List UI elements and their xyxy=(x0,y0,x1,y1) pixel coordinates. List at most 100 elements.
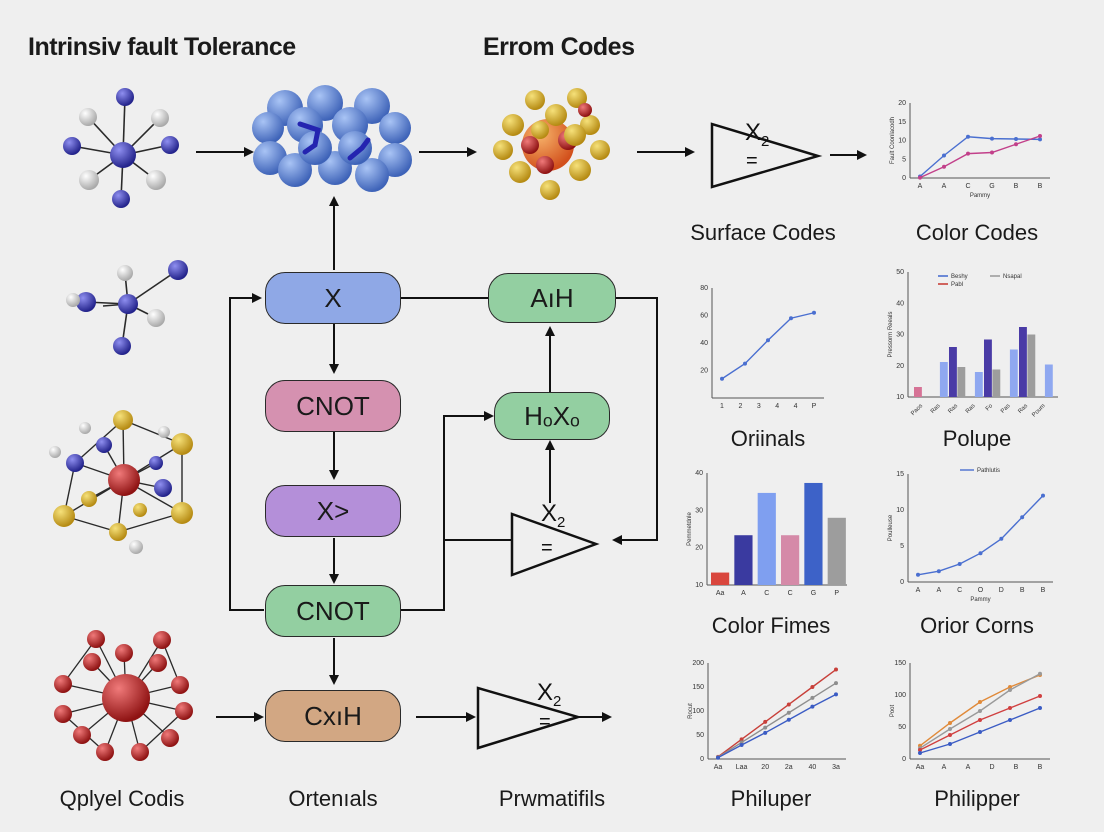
x-tick-label: Aa xyxy=(716,590,725,597)
node-hx: HₒXₒ xyxy=(494,392,610,440)
x-tick-label: A xyxy=(942,183,947,190)
x-tick-label: 3a xyxy=(832,764,840,771)
y-tick-label: 80 xyxy=(700,285,708,292)
bar xyxy=(827,517,846,585)
data-point xyxy=(763,730,768,735)
svg-text:X: X xyxy=(541,500,557,527)
x-tick-label: Laa xyxy=(736,764,748,771)
data-point xyxy=(1008,688,1012,692)
x-tick-label: C xyxy=(764,590,769,597)
y-tick-label: 100 xyxy=(692,708,704,715)
x-tick-label: P xyxy=(834,590,839,597)
series-line xyxy=(717,693,837,759)
data-point xyxy=(763,725,768,730)
data-point xyxy=(1008,706,1012,710)
y-tick-label: 10 xyxy=(695,582,703,589)
series-line xyxy=(919,135,1041,179)
bar xyxy=(1027,334,1036,397)
data-point xyxy=(789,316,793,321)
molecule-gold-cluster xyxy=(49,410,193,554)
x-tick-label: 1 xyxy=(720,403,724,410)
data-point xyxy=(810,704,815,709)
node-cxh: CxıH xyxy=(265,690,401,742)
bar xyxy=(1009,349,1018,397)
data-point xyxy=(716,755,720,760)
data-point xyxy=(834,681,838,686)
x-tick-label: 2a xyxy=(785,764,793,771)
caption-prwmatifils: Prwmatifils xyxy=(498,786,606,811)
y-axis-label: Fault Coonlacodh xyxy=(890,117,896,164)
svg-text:=: = xyxy=(541,537,553,559)
x-tick-label: B xyxy=(1014,764,1019,771)
x-tick-label: A xyxy=(741,590,746,597)
caption-color-codes: Color Codes xyxy=(915,220,1039,245)
data-point xyxy=(948,742,952,746)
data-point xyxy=(1038,706,1042,710)
data-point xyxy=(1014,137,1018,141)
data-point xyxy=(739,737,744,742)
data-point xyxy=(1038,134,1042,138)
x-tick-label: Ras xyxy=(965,403,977,415)
y-tick-label: 0 xyxy=(902,175,906,182)
svg-text:2: 2 xyxy=(557,514,565,531)
y-tick-label: 20 xyxy=(700,368,708,375)
x-tick-label: C xyxy=(788,590,793,597)
data-point xyxy=(834,692,838,697)
data-point xyxy=(978,709,982,713)
x-tick-label: O xyxy=(978,587,984,594)
data-point xyxy=(810,685,815,689)
x-tick-label: G xyxy=(811,590,816,597)
data-point xyxy=(1020,515,1025,520)
data-point xyxy=(942,153,946,158)
x-tick-label: Ras xyxy=(930,403,942,415)
data-point xyxy=(948,721,952,725)
y-tick-label: 50 xyxy=(896,269,904,276)
x-tick-label: C xyxy=(965,183,970,190)
heading-error-codes: Errom Codes xyxy=(483,33,635,61)
data-point xyxy=(763,719,768,724)
y-tick-label: 10 xyxy=(896,507,904,514)
molecule-star-blue xyxy=(63,88,179,208)
data-point xyxy=(936,569,941,574)
bar xyxy=(804,482,823,585)
data-point xyxy=(720,376,724,381)
x-tick-label: A xyxy=(936,587,941,594)
y-tick-label: 20 xyxy=(695,545,703,552)
amplifier-symbol-middle: X 2 = xyxy=(510,500,600,577)
x-tick-label: B xyxy=(1020,587,1025,594)
bar xyxy=(949,347,957,397)
caption-surface-codes: Surface Codes xyxy=(690,220,836,245)
legend-label: Beshy xyxy=(951,274,968,280)
data-point xyxy=(766,338,770,343)
data-point xyxy=(1008,718,1012,722)
y-tick-label: 150 xyxy=(692,684,704,691)
x-tick-label: D xyxy=(989,764,994,771)
x-tick-label: B xyxy=(1038,183,1043,190)
bar xyxy=(781,535,800,585)
series-line xyxy=(717,668,837,758)
x-tick-label: B xyxy=(1041,587,1046,594)
series-line xyxy=(917,495,1044,576)
x-tick-label: D xyxy=(999,587,1004,594)
x-axis-label: Pammy xyxy=(970,597,990,603)
series-line xyxy=(919,695,1041,751)
y-tick-label: 15 xyxy=(896,471,904,478)
x-tick-label: 3 xyxy=(757,403,761,410)
x-tick-label: Poum xyxy=(1031,403,1046,418)
x-tick-label: 4 xyxy=(794,403,798,410)
svg-text:=: = xyxy=(539,711,551,733)
y-tick-label: 30 xyxy=(896,332,904,339)
y-axis-label: Pemmetdnle xyxy=(687,511,693,545)
heading-intrinsic-fault-tolerance: Intrinsiv fault Tolerance xyxy=(28,33,296,61)
caption-orior-corns: Orior Corns xyxy=(920,613,1034,638)
data-point xyxy=(1038,694,1042,698)
data-point xyxy=(918,751,922,755)
caption-philipper: Philipper xyxy=(934,786,1020,811)
data-point xyxy=(978,700,982,704)
y-tick-label: 20 xyxy=(896,363,904,370)
